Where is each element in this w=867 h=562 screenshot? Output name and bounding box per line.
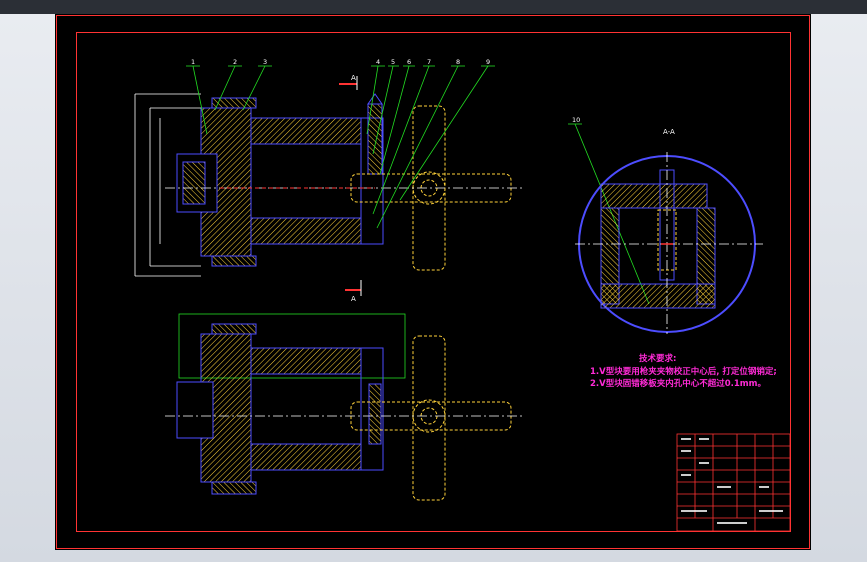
balloon-3: 3 — [263, 58, 267, 66]
balloon-10: 10 — [572, 116, 580, 124]
cut-marker-lower: A — [345, 280, 362, 303]
shaft-lower — [250, 217, 362, 245]
cut-marker-upper: A — [339, 74, 358, 90]
section-title: A-A — [663, 128, 675, 136]
balloon-2: 2 — [233, 58, 237, 66]
dimensions-left — [134, 93, 201, 277]
section-view: A-A — [575, 128, 763, 334]
cut-label-lower: A — [351, 295, 356, 303]
title-block — [676, 433, 791, 532]
balloon-1: 1 — [191, 58, 195, 66]
balloon-4: 4 — [376, 58, 380, 66]
lower-shaft-upper — [250, 347, 362, 375]
tech-requirement-line-2: 2.V型块固错移板夹内孔中心不超过0.1mm。 — [590, 379, 766, 389]
lower-leader-frame — [178, 313, 406, 379]
balloon-6: 6 — [407, 58, 411, 66]
cut-label-upper: A — [351, 74, 356, 82]
inner-border — [76, 32, 791, 532]
top-nut — [211, 97, 257, 109]
shaft-upper — [250, 117, 362, 145]
bottom-nut — [211, 255, 257, 267]
section-bottom-block — [600, 283, 716, 309]
balloon-labels: 1 2 3 4 5 6 7 8 9 10 — [191, 58, 580, 124]
section-top-block — [600, 183, 708, 209]
drawing-sheet: A A 1 2 3 4 5 6 7 8 9 10 — [55, 14, 811, 550]
title-block-text-marks — [681, 438, 783, 524]
balloon-8: 8 — [456, 58, 460, 66]
tech-requirement-line-1: 1.V型块要用枪夹夹物校正中心后, 打定位钢销定; — [590, 367, 777, 377]
bore-insert — [182, 161, 206, 205]
outer-border — [56, 15, 810, 549]
upper-view — [134, 93, 525, 277]
balloon-7: 7 — [427, 58, 431, 66]
lower-view — [165, 313, 525, 501]
cad-drawing: A A 1 2 3 4 5 6 7 8 9 10 — [56, 15, 810, 549]
lower-shaft-lower — [250, 443, 362, 471]
balloon-5: 5 — [391, 58, 395, 66]
tech-requirements-title: 技术要求: — [639, 354, 677, 364]
balloon-9: 9 — [486, 58, 490, 66]
window-top-strip — [0, 0, 867, 14]
